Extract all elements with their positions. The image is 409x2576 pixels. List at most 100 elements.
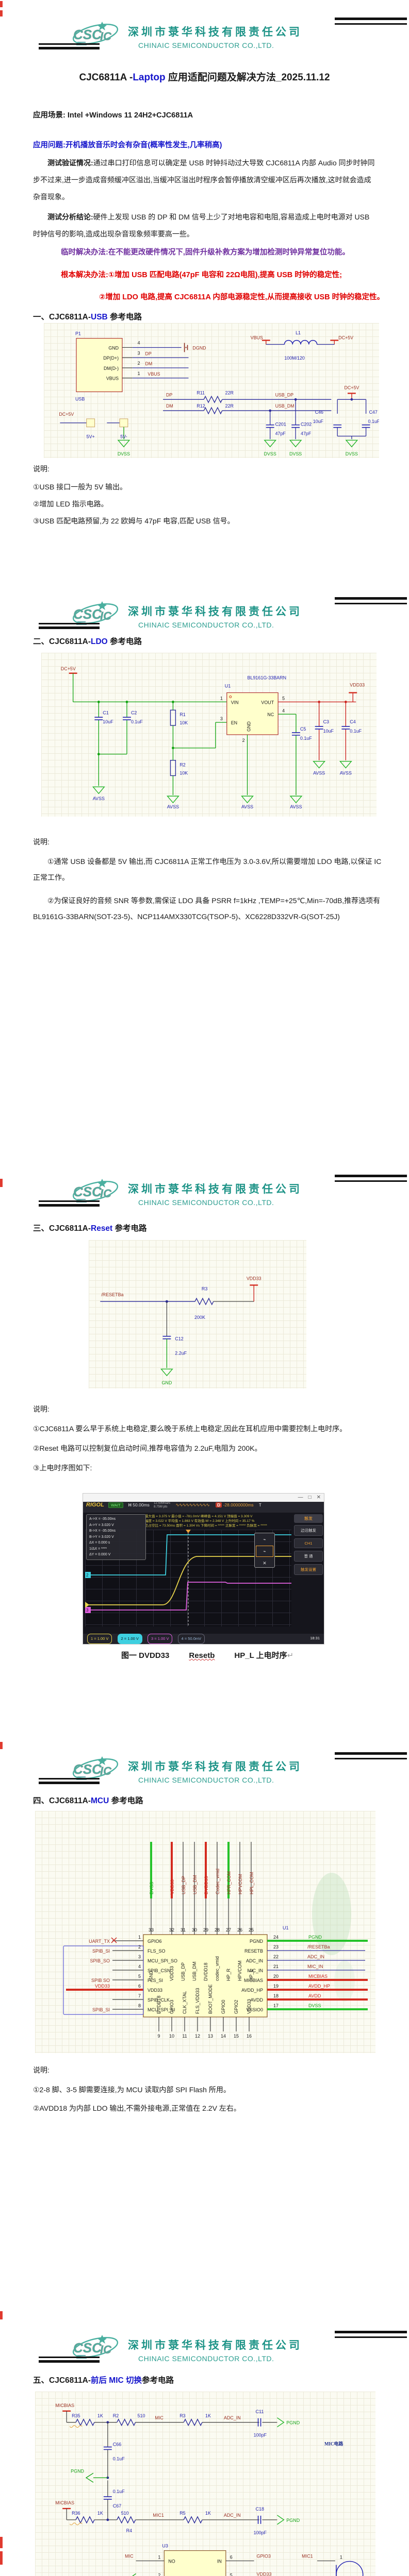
svg-text:C4: C4: [350, 719, 355, 724]
root-fix-line-1: 根本解决办法:①增加 USB 匹配电路(47pF 电容和 22Ω电阻),提高 U…: [61, 271, 342, 279]
svg-text:100pF: 100pF: [254, 2530, 267, 2535]
analysis-label: 测试分析结论:: [47, 213, 93, 221]
svg-text:MICBIAS: MICBIAS: [308, 1974, 328, 1979]
decorative-line: [335, 2331, 407, 2333]
svg-text:USB_DM: USB_DM: [192, 1875, 198, 1894]
svg-text:PGND: PGND: [250, 1939, 264, 1944]
svg-text:MIC1: MIC1: [302, 2554, 313, 2559]
svg-text:0.1uF: 0.1uF: [368, 419, 379, 424]
svg-text:9: 9: [157, 2033, 160, 2039]
svg-text:SPIB_CSN: SPIB_CSN: [148, 1968, 171, 1973]
svg-text:33: 33: [149, 1927, 154, 1933]
svg-text:SPIB_SO: SPIB_SO: [90, 1958, 110, 1963]
svg-text:DC+5V: DC+5V: [59, 412, 74, 417]
svg-text:47pF: 47pF: [301, 431, 312, 436]
svg-text:DP: DP: [166, 392, 172, 397]
svg-text:1: 1: [340, 2555, 342, 2560]
falling-slope-icon: ⌁: [256, 1546, 273, 1557]
svg-text:USB_DP: USB_DP: [275, 392, 294, 397]
decorative-line: [335, 603, 407, 604]
left-margin-mark: [0, 2311, 3, 2319]
svg-text:PGND: PGND: [286, 2420, 300, 2426]
close-icon: ✕: [316, 1495, 321, 1500]
svg-text:UART_TX: UART_TX: [89, 1939, 110, 1944]
svg-text:AVDD_HP: AVDD_HP: [241, 1988, 263, 1993]
svg-text:AVSS: AVSS: [167, 804, 179, 809]
page-4: 深圳市菉华科技有限责任公司 CHINAIC SEMICONDUCTOR CO.,…: [0, 1733, 409, 2310]
note-item: ②Reset 电路可以控制复位启动时间,推荐电容值为 2.2uF,电阻为 200…: [33, 1444, 262, 1452]
svg-text:1: 1: [138, 371, 140, 376]
svg-text:BL9161G-33BARN: BL9161G-33BARN: [248, 675, 287, 681]
company-name-cn: 深圳市菉华科技有限责任公司: [128, 606, 302, 618]
svg-text:11: 11: [182, 2033, 187, 2039]
svg-text:DM(D-): DM(D-): [104, 366, 119, 371]
notes-label: 说明:: [33, 1405, 50, 1413]
svg-text:IN: IN: [217, 2559, 222, 2564]
temp-fix-line: 临时解决办法:在不能更改硬件情况下,固件升级补救方案为增加检测时钟异常复位功能。: [61, 248, 350, 257]
svg-text:codec_vmid: codec_vmid: [215, 1956, 220, 1981]
company-header: 深圳市菉华科技有限责任公司 CHINAIC SEMICONDUCTOR CO.,…: [0, 2329, 409, 2380]
svg-text:DVSS: DVSS: [308, 2003, 321, 2008]
decorative-line: [335, 1758, 407, 1759]
svg-text:AVDD: AVDD: [308, 1993, 321, 1998]
svg-text:USB: USB: [75, 396, 85, 401]
svg-text:R35: R35: [72, 2413, 80, 2418]
svg-text:GND: GND: [149, 1971, 154, 1981]
svg-text:C46: C46: [315, 410, 323, 415]
svg-text:2: 2: [242, 738, 245, 743]
svg-text:FLS_VDD33: FLS_VDD33: [195, 1988, 200, 2014]
svg-text:U1: U1: [283, 1925, 289, 1930]
svg-text:GND: GND: [246, 721, 251, 732]
scope-points: 8.75M pts: [154, 1505, 168, 1509]
svg-text:5V+: 5V+: [87, 434, 95, 439]
svg-text:HPVCOM: HPVCOM: [237, 1960, 242, 1981]
svg-text:12: 12: [195, 2033, 200, 2039]
svg-text:DVSS: DVSS: [149, 1882, 154, 1894]
svg-text:DM: DM: [145, 361, 152, 366]
verify-text: 通过串口打印信息可以确定是 USB 时钟抖动过大导致 CJC6811A 内部 A…: [33, 159, 375, 201]
svg-text:0.1uF: 0.1uF: [131, 719, 143, 724]
svg-text:6: 6: [230, 2555, 233, 2560]
scope-menu-trigger: 触发: [294, 1514, 323, 1523]
title-post: 应用适配问题及解决方法_2025.11.12: [165, 72, 330, 83]
svg-text:3: 3: [220, 716, 223, 721]
svg-text:RESETB: RESETB: [244, 1948, 263, 1954]
svg-text:22: 22: [273, 1954, 279, 1959]
left-margin-mark: [0, 2537, 3, 2548]
svg-text:20: 20: [273, 1974, 279, 1979]
svg-text:R36: R36: [72, 2511, 80, 2516]
svg-text:R3: R3: [202, 1286, 207, 1291]
svg-text:ADC_IN: ADC_IN: [246, 1958, 263, 1963]
decorative-line: [39, 1200, 100, 1202]
svg-text:FLS_SI: FLS_SI: [148, 1978, 163, 1983]
ch2-scale: = 1.00 V: [124, 1636, 139, 1641]
svg-text:DC+5V: DC+5V: [338, 335, 353, 341]
svg-text:AVSS: AVSS: [340, 771, 352, 776]
svg-text:PGND: PGND: [308, 1935, 322, 1940]
svg-text:0.1uF: 0.1uF: [113, 2456, 125, 2461]
svg-text:C12: C12: [175, 1336, 183, 1342]
svg-text:NO: NO: [168, 2559, 175, 2564]
document-title: CJC6811A -Laptop 应用适配问题及解决方法_2025.11.12: [0, 70, 409, 83]
page-5: 深圳市菉华科技有限责任公司 CHINAIC SEMICONDUCTOR CO.,…: [0, 2310, 409, 2576]
svg-text:GPIO6: GPIO6: [148, 1939, 162, 1944]
svg-text:C11: C11: [256, 2409, 264, 2414]
section-3-heading: 三、CJC6811A-Reset 参考电路: [33, 1224, 147, 1233]
svg-text:2: 2: [86, 1573, 89, 1578]
svg-text:AVSS: AVSS: [93, 796, 105, 801]
scope-slope-popup: ⌁ ⌁ ✕: [254, 1533, 275, 1568]
svg-text:/RESETBa: /RESETBa: [101, 1292, 123, 1297]
ch1-scale: = 1.00 V: [94, 1636, 109, 1641]
svg-text:18: 18: [273, 1993, 279, 1998]
svg-text:17: 17: [273, 2003, 279, 2008]
page-3: 深圳市菉华科技有限责任公司 CHINAIC SEMICONDUCTOR CO.,…: [0, 1155, 409, 1733]
svg-text:3: 3: [138, 350, 140, 355]
svg-text:C18: C18: [256, 2506, 264, 2512]
svg-text:AVSS: AVSS: [313, 771, 325, 776]
svg-text:HPVCOM: HPVCOM: [238, 1874, 243, 1894]
left-margin-mark: [0, 10, 3, 16]
svg-text:DVSS: DVSS: [346, 451, 358, 456]
svg-text:MIC电路: MIC电路: [324, 2441, 343, 2447]
svg-text:MIC_IN: MIC_IN: [307, 1964, 323, 1969]
